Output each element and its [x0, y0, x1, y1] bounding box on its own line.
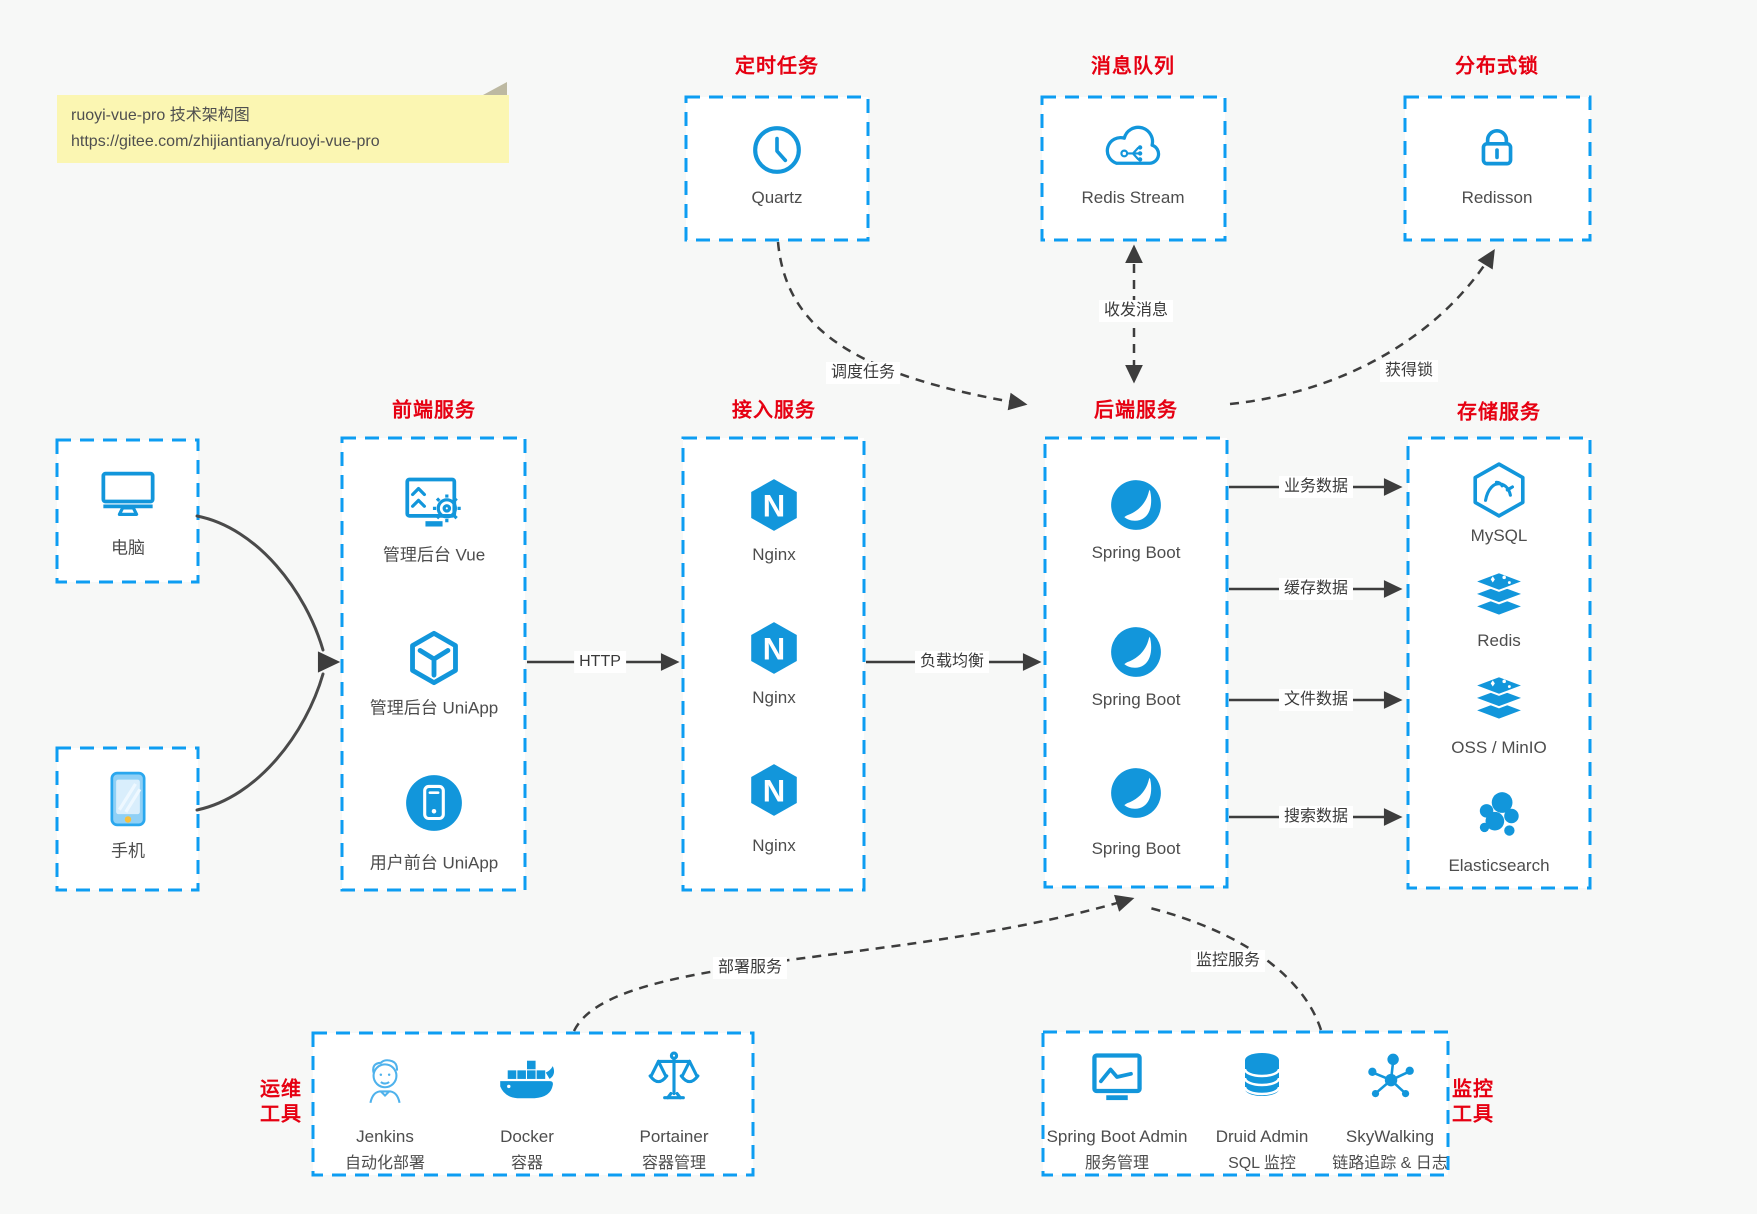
- quartz-label: Quartz: [751, 188, 803, 207]
- elasticsearch-icon: [1479, 792, 1519, 836]
- backend-title: 后端服务: [1094, 399, 1178, 422]
- edge-label-acquire-lock: 获得锁: [1379, 360, 1439, 382]
- nginx-icon: N: [751, 622, 797, 674]
- edge-label-search-data: 搜索数据: [1278, 806, 1354, 828]
- frontend-title: 前端服务: [392, 399, 476, 422]
- message-queue-title: 消息队列: [1091, 55, 1175, 78]
- lock-icon: [1481, 129, 1513, 166]
- nginx-icon: N: [751, 764, 797, 816]
- phone-icon: [110, 771, 146, 827]
- edge-label-deploy-service: 部署服务: [712, 957, 788, 979]
- edge-label-monitor-service: 监控服务: [1190, 950, 1266, 972]
- jenkins-icon: [369, 1059, 401, 1104]
- backend-item-label: Spring Boot: [1091, 543, 1181, 562]
- edge-schedule-task: [776, 241, 1028, 411]
- svg-text:N: N: [763, 773, 785, 808]
- database-icon: [1243, 1053, 1281, 1096]
- storage-item-label: MySQL: [1470, 526, 1528, 545]
- phone-label: 手机: [111, 841, 145, 861]
- distributed-lock-title: 分布式锁: [1455, 55, 1539, 78]
- edge-label-send-receive-message: 收发消息: [1098, 300, 1174, 322]
- topology-icon: [1368, 1053, 1414, 1098]
- edge-computer-to-frontend: [195, 514, 325, 652]
- cloud-stream-icon: [1105, 125, 1161, 165]
- edge-phone-to-frontend: [195, 672, 325, 812]
- edge-label-cache-data: 缓存数据: [1278, 578, 1354, 600]
- spring-boot-icon: [1111, 627, 1161, 677]
- spring-boot-icon: [1111, 480, 1161, 530]
- chart-monitor-icon: [1092, 1053, 1142, 1101]
- ops-item-desc: 容器管理: [641, 1155, 707, 1172]
- edge-deploy-service: [572, 894, 1135, 1032]
- svg-text:N: N: [763, 488, 785, 523]
- ops-item-name: Jenkins: [356, 1127, 414, 1146]
- clock-icon: [753, 126, 801, 174]
- scheduled-job-title: 定时任务: [735, 55, 819, 78]
- spring-boot-icon: [1111, 768, 1161, 818]
- monitor-item-desc: 链路追踪 & 日志: [1332, 1155, 1448, 1172]
- mysql-icon: [1473, 462, 1525, 518]
- edge-acquire-lock: [1229, 248, 1495, 406]
- uniapp-cube-icon: [410, 630, 458, 686]
- gateway-title: 接入服务: [732, 399, 816, 422]
- admin-vue-icon: [405, 477, 461, 527]
- frontend-item-label: 用户前台 UniApp: [369, 853, 499, 873]
- monitor-tools-title-line1: 监控: [1452, 1078, 1494, 1101]
- gateway-item-label: Nginx: [752, 545, 796, 564]
- ops-item-desc: 容器: [510, 1155, 544, 1172]
- monitor-item-name: Druid Admin: [1215, 1127, 1309, 1146]
- monitor-item-name: SkyWalking: [1345, 1127, 1435, 1146]
- edge-label-load-balance: 负载均衡: [914, 651, 990, 673]
- scales-icon: [648, 1051, 700, 1100]
- storage-item-label: Elasticsearch: [1448, 856, 1550, 875]
- monitor-item-desc: 服务管理: [1084, 1155, 1150, 1172]
- redis-stream-label: Redis Stream: [1081, 188, 1185, 207]
- gateway-item-label: Nginx: [752, 836, 796, 855]
- backend-item-label: Spring Boot: [1091, 690, 1181, 709]
- monitor-tools-title-line2: 工具: [1452, 1103, 1494, 1126]
- note-title: ruoyi-vue-pro 技术架构图: [71, 107, 250, 124]
- edge-label-schedule-task: 调度任务: [825, 362, 901, 384]
- user-app-icon: [406, 775, 462, 831]
- ops-item-name: Portainer: [639, 1127, 709, 1146]
- ops-item-desc: 自动化部署: [344, 1155, 426, 1172]
- edge-label-http: HTTP: [574, 651, 626, 673]
- monitor-item-desc: SQL 监控: [1228, 1155, 1296, 1172]
- sticky-note: ruoyi-vue-pro 技术架构图 https://gitee.com/zh…: [57, 82, 509, 163]
- storage-title: 存储服务: [1457, 401, 1541, 424]
- storage-item-label: OSS / MinIO: [1451, 738, 1547, 757]
- monitor-item-name: Spring Boot Admin: [1046, 1127, 1188, 1146]
- frontend-item-label: 管理后台 UniApp: [369, 698, 499, 718]
- computer-label: 电脑: [111, 538, 145, 558]
- computer-icon: [101, 471, 155, 516]
- gateway-item-label: Nginx: [752, 688, 796, 707]
- edge-label-business-data: 业务数据: [1278, 476, 1354, 498]
- ops-tools-title-line1: 运维: [260, 1078, 302, 1101]
- storage-stack-icon: [1471, 675, 1527, 721]
- backend-item-label: Spring Boot: [1091, 839, 1181, 858]
- ops-item-name: Docker: [500, 1127, 554, 1146]
- redis-stack-icon: [1471, 571, 1527, 617]
- edge-label-file-data: 文件数据: [1278, 689, 1354, 711]
- docker-icon: [500, 1060, 555, 1099]
- note-fold-corner: [483, 82, 507, 95]
- ops-tools-title-line2: 工具: [260, 1103, 302, 1126]
- nginx-icon: N: [751, 479, 797, 531]
- svg-text:N: N: [763, 631, 785, 666]
- note-url: https://gitee.com/zhijiantianya/ruoyi-vu…: [71, 132, 380, 150]
- storage-item-label: Redis: [1477, 631, 1521, 650]
- redisson-label: Redisson: [1461, 188, 1533, 207]
- frontend-item-label: 管理后台 Vue: [382, 545, 486, 565]
